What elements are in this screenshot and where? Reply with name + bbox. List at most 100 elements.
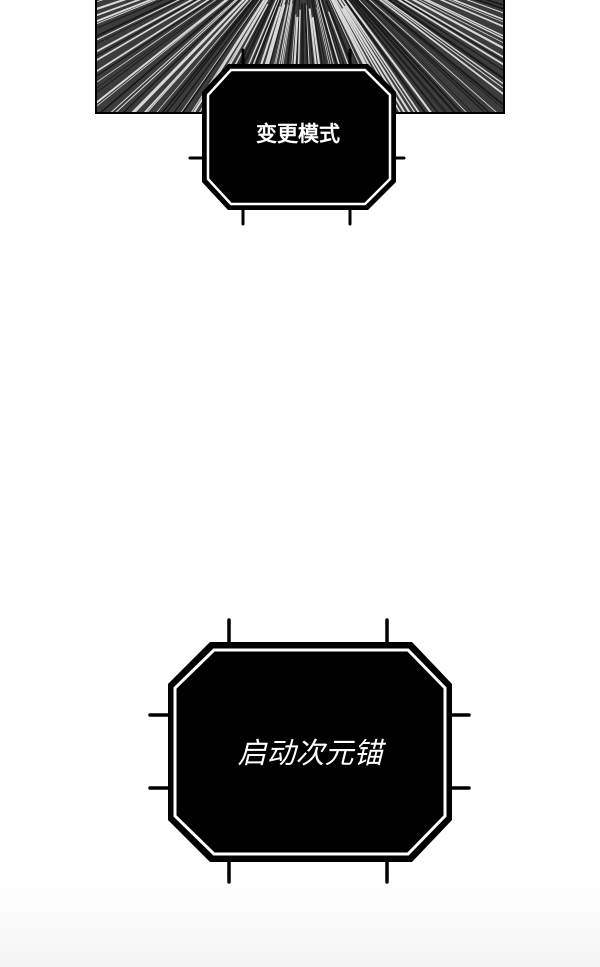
speed-line [272,0,293,112]
speed-line [393,0,503,72]
speed-line [325,1,372,112]
speed-line [310,0,331,112]
speed-line [302,4,305,112]
speed-line [321,0,361,112]
speed-line [353,0,456,112]
speed-line [344,5,416,112]
speed-line [123,0,241,112]
speed-line [327,11,367,112]
speed-line [360,0,473,112]
speed-line [330,0,390,112]
speed-line [191,0,265,112]
speed-line [97,0,180,41]
speed-line [403,0,503,58]
speed-line [275,3,293,112]
speed-line [384,0,503,85]
speed-line [348,0,439,112]
speed-line [343,0,426,112]
speed-line [173,0,259,112]
speed-line [146,0,249,112]
speed-line [233,0,280,112]
speed-line [329,0,382,112]
speed-line [244,0,283,112]
speed-line [221,10,270,112]
speed-line [214,0,273,112]
speed-line [97,0,164,29]
page-bottom-fade [0,877,600,967]
speed-line [306,0,318,112]
speed-line [366,0,490,112]
speed-line [180,0,261,112]
speed-line [308,8,323,112]
speed-line [166,0,256,112]
speed-line [244,6,282,112]
speed-line [341,0,420,112]
caption-text-activate-anchor: 启动次元锚 [237,736,383,770]
speed-line [156,0,252,112]
speed-line [100,0,234,112]
speed-line [373,0,503,106]
speed-line [351,0,445,112]
speed-line [418,0,503,44]
speed-line [219,0,274,112]
speed-line [237,0,281,112]
speed-line [351,0,447,112]
speed-line [201,0,269,112]
speed-line [320,0,356,112]
speed-line [358,0,467,112]
speed-lines-art [97,0,503,112]
caption-box-change-mode: 变更模式 [188,48,406,228]
speed-line [387,0,503,80]
caption-text-change-mode: 变更模式 [256,122,340,146]
speed-line [97,0,228,104]
speed-line [97,0,197,57]
speed-line [97,0,210,73]
speed-line [250,0,286,112]
speed-line [182,0,262,112]
speed-line [355,0,462,112]
speed-line [382,0,503,89]
speed-line [265,4,289,112]
speed-line [193,0,266,112]
speed-line [316,0,347,112]
speed-line [364,0,485,112]
speed-line [341,7,406,112]
speed-line [294,0,300,112]
speed-line [257,0,288,112]
speed-line [333,0,396,112]
speed-line [110,0,237,112]
speed-line [263,0,290,112]
speed-line [97,0,177,38]
speed-line [331,0,392,112]
speed-line [335,0,401,112]
speed-line [227,0,278,112]
speed-line [345,0,432,112]
speed-line [97,0,217,83]
speed-line [369,0,497,112]
speed-line [97,0,220,89]
speed-line [253,4,286,112]
caption-frame [148,618,471,884]
speed-line [115,0,238,112]
comic-panel-speed-lines [95,0,505,114]
speed-line [270,0,292,112]
speed-line [312,0,335,112]
caption-frame [188,48,406,226]
speed-line [97,0,222,93]
speed-line [373,0,503,109]
speed-line [315,0,343,112]
speed-line [144,0,249,112]
speed-line [97,0,202,61]
speed-line [199,0,267,112]
caption-box-activate-anchor: 启动次元锚 [148,618,472,886]
speed-line [131,0,245,112]
speed-line [328,0,379,112]
speed-line [397,0,503,66]
speed-line [317,0,351,112]
speed-line [97,0,213,77]
speed-line [304,3,311,112]
speed-line [232,0,279,112]
speed-line [281,0,297,112]
speed-line [316,7,340,112]
speed-line [319,0,354,112]
